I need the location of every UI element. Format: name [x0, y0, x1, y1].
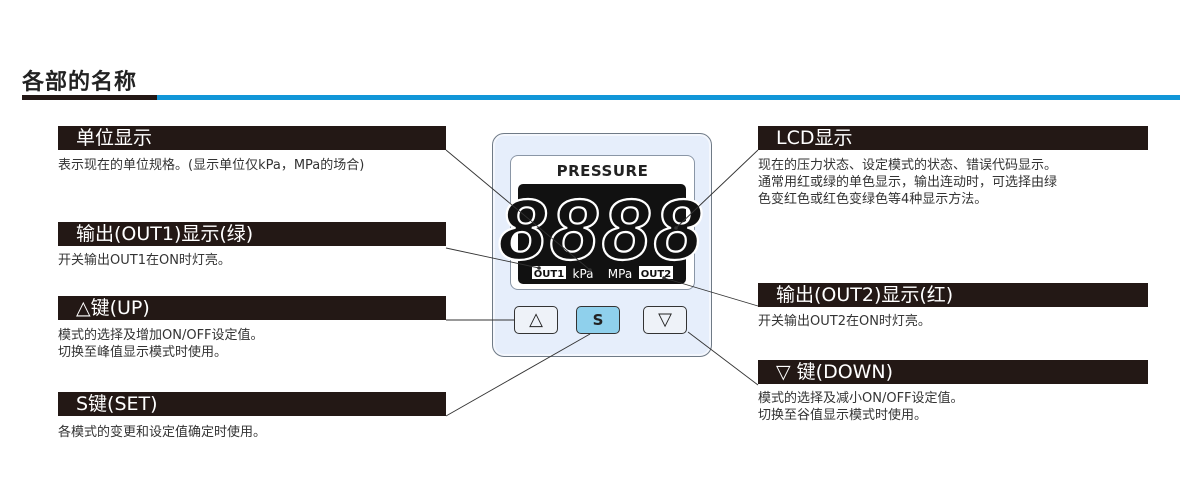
up-button[interactable]: △ [514, 306, 558, 334]
leader-down-key [687, 331, 759, 386]
unit-display-label: 单位显示 [58, 126, 446, 150]
down-key-label: ▽ 键(DOWN) [758, 360, 1148, 384]
out2-indicator-label: OUT2 [641, 269, 671, 280]
out2-display-description: 开关输出OUT2在ON时灯亮。 [758, 314, 931, 329]
leader-dots [537, 226, 678, 280]
leader-set-key [445, 333, 591, 417]
leader-out1 [445, 247, 540, 269]
title-underline-blue [157, 95, 1180, 100]
out2-indicator [639, 266, 673, 279]
unit-display-description: 表示现在的单位规格。(显示单位仅kPa，MPa的场合) [58, 158, 365, 173]
up-key-description: 模式的选择及增加ON/OFF设定值。 切换至峰值显示模式时使用。 [58, 328, 264, 360]
leader-unit-display [445, 149, 591, 271]
out1-display-description: 开关输出OUT1在ON时灯亮。 [58, 253, 231, 268]
leader-out2 [663, 277, 759, 307]
up-key-label: △键(UP) [58, 296, 446, 320]
down-button[interactable]: ▽ [643, 306, 687, 334]
unit-kpa: kPa [573, 267, 594, 281]
set-button[interactable]: S [576, 306, 620, 334]
leader-lcd [675, 149, 759, 229]
set-key-label: S键(SET) [58, 392, 446, 416]
down-key-description: 模式的选择及减小ON/OFF设定值。 切换至谷值显示模式时使用。 [758, 391, 964, 423]
leader-lines [445, 149, 759, 417]
lcd-display-label: LCD显示 [758, 126, 1148, 150]
section-title: 各部的名称 [22, 70, 138, 95]
unit-mpa: MPa [608, 267, 632, 281]
out1-indicator-label: OUT1 [534, 269, 564, 280]
out1-display-label: 输出(OUT1)显示(绿) [58, 222, 446, 246]
out1-indicator [532, 266, 566, 279]
title-underline-dark [22, 95, 157, 100]
lcd-digits: 8888 [498, 182, 705, 278]
out2-display-label: 输出(OUT2)显示(红) [758, 283, 1148, 307]
lcd-display-description: 现在的压力状态、设定模式的状态、错误代码显示。 通常用红或绿的单色显示，输出连动… [758, 158, 1058, 207]
set-key-description: 各模式的变更和设定值确定时使用。 [58, 425, 267, 440]
lcd-pressure-header: PRESSURE [556, 162, 649, 180]
